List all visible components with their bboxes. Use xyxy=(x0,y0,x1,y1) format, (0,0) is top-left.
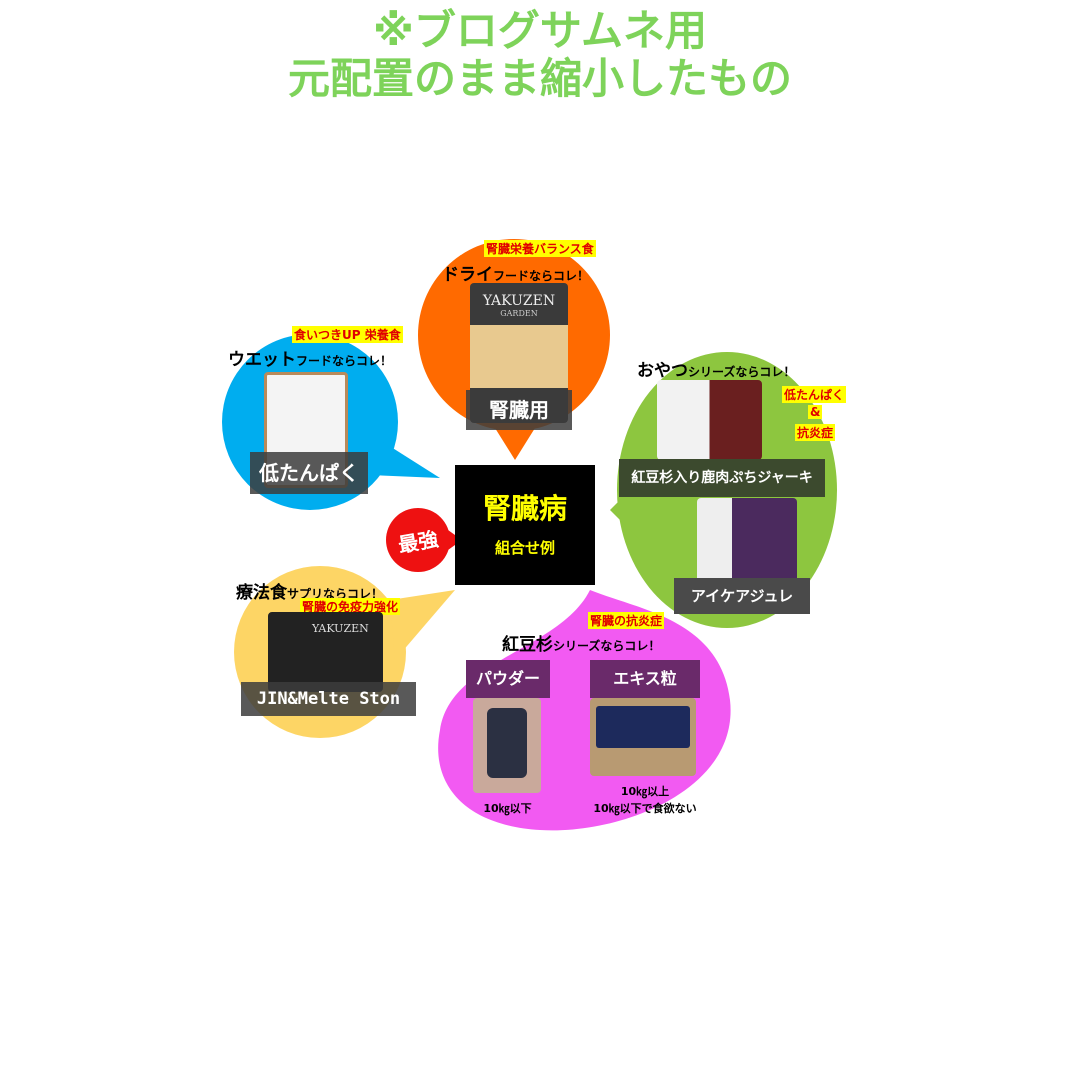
snack-heading: おやつシリーズならコレ！ xyxy=(637,361,796,381)
extract-note-1: 10㎏以上 xyxy=(620,785,670,798)
snack-tag-2: & xyxy=(808,405,823,419)
strongest-badge-circle xyxy=(386,508,450,572)
extract-note-2: 10㎏以下で食欲ない xyxy=(593,802,697,815)
wet-label: 低たんぱく xyxy=(250,452,368,494)
title-line-2: 元配置のまま縮小したもの xyxy=(287,54,792,103)
koutou-tag: 腎臓の抗炎症 xyxy=(588,612,665,629)
dry-label: 腎臓用 xyxy=(466,390,572,430)
wet-tag: 食いつきUP 栄養食 xyxy=(292,326,403,343)
extract-label: エキス粒 xyxy=(590,660,700,698)
supp-heading: 療法食サプリならコレ！ xyxy=(236,583,384,603)
koutou-heading: 紅豆杉シリーズならコレ！ xyxy=(502,635,661,655)
title-line-1: ※ブログサムネ用 xyxy=(373,6,707,55)
dry-tag: 腎臓栄養バランス食 xyxy=(484,240,596,257)
extract-product-image xyxy=(590,698,696,776)
powder-note: 10㎏以下 xyxy=(483,802,532,815)
center-subtitle: 組合せ例 xyxy=(494,539,555,557)
jerky-product-image xyxy=(657,380,762,460)
eyecare-jelly-label: アイケアジュレ xyxy=(674,578,810,614)
center-box: 腎臓病 組合せ例 xyxy=(455,465,595,585)
powder-label: パウダー xyxy=(466,660,550,698)
jerky-label: 紅豆杉入り鹿肉ぷちジャーキ xyxy=(619,459,825,497)
center-title: 腎臓病 xyxy=(482,492,567,525)
snack-tag-1: 低たんぱく xyxy=(782,386,847,403)
supp-tag: 腎臓の免疫力強化 xyxy=(300,598,401,615)
wet-heading: ウエットフードならコレ！ xyxy=(228,350,393,370)
eyecare-jelly-product-image xyxy=(697,498,797,583)
powder-product-image xyxy=(473,698,541,793)
supplement-product-image: YAKUZEN xyxy=(268,612,383,692)
supp-label: JIN&Melte Ston xyxy=(241,682,416,716)
snack-tag-3: 抗炎症 xyxy=(795,424,836,441)
dry-heading: ドライフードならコレ！ xyxy=(442,265,590,285)
